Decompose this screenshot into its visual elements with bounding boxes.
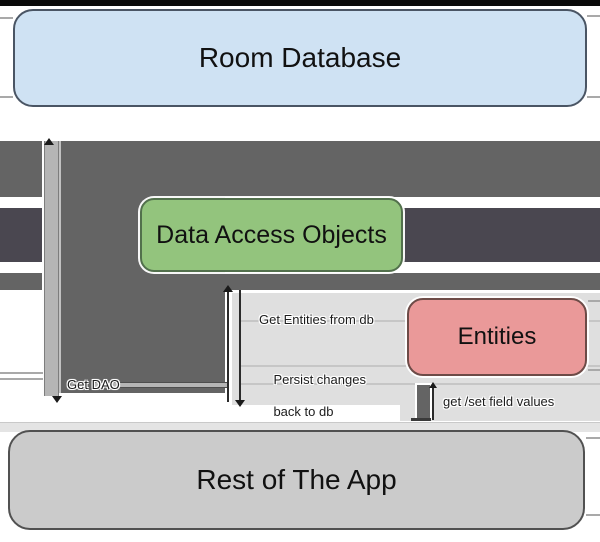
entities-label: Entities — [457, 323, 537, 350]
room-database-label: Room Database — [198, 42, 402, 73]
rest-of-app-box: Rest of The App — [8, 430, 585, 530]
get-entities-arrow-line — [227, 290, 229, 402]
room-database-box: Room Database — [13, 9, 587, 107]
persist-label-line2: back to db — [273, 404, 334, 419]
top-black-bar — [0, 0, 600, 6]
get-dao-strip-arrowhead-bottom — [52, 396, 62, 403]
get-set-label: get /set field values — [443, 394, 555, 409]
edge-tick-right-2 — [587, 96, 600, 98]
edge-tick-left-3 — [0, 372, 43, 374]
persist-arrowhead-down — [235, 400, 245, 407]
get-entities-arrowhead-up — [223, 285, 233, 292]
get-dao-strip-arrowhead-top — [44, 138, 54, 145]
get-dao-line — [95, 382, 227, 388]
get-set-thin-line — [432, 386, 434, 420]
get-set-bar-base — [411, 418, 431, 421]
get-set-arrowhead-up — [429, 382, 437, 388]
get-set-bar-arrow — [417, 385, 430, 418]
persist-label: Persist changes back to db — [259, 356, 366, 436]
edge-tick-left-1 — [0, 17, 13, 19]
edge-tick-right-3 — [588, 300, 600, 302]
persist-arrow-line — [239, 290, 241, 402]
get-dao-strip-arrow — [44, 141, 59, 396]
edge-tick-left-4 — [0, 378, 43, 380]
dao-box: Data Access Objects — [140, 198, 403, 272]
edge-tick-right-1 — [587, 15, 600, 17]
dao-label: Data Access Objects — [156, 220, 387, 249]
get-dao-label: Get DAO — [67, 377, 120, 392]
annotation-panel-extension — [400, 405, 600, 421]
faint-line-3 — [240, 383, 600, 385]
persist-label-line1: Persist changes — [273, 372, 366, 387]
rest-of-app-label: Rest of The App — [196, 464, 397, 495]
bottom-light-band — [0, 422, 600, 432]
edge-tick-right-5 — [586, 437, 600, 439]
get-entities-label: Get Entities from db — [259, 312, 374, 327]
edge-tick-right-6 — [586, 514, 600, 516]
edge-tick-left-2 — [0, 96, 13, 98]
edge-tick-right-4 — [588, 369, 600, 371]
entities-box: Entities — [407, 298, 587, 376]
